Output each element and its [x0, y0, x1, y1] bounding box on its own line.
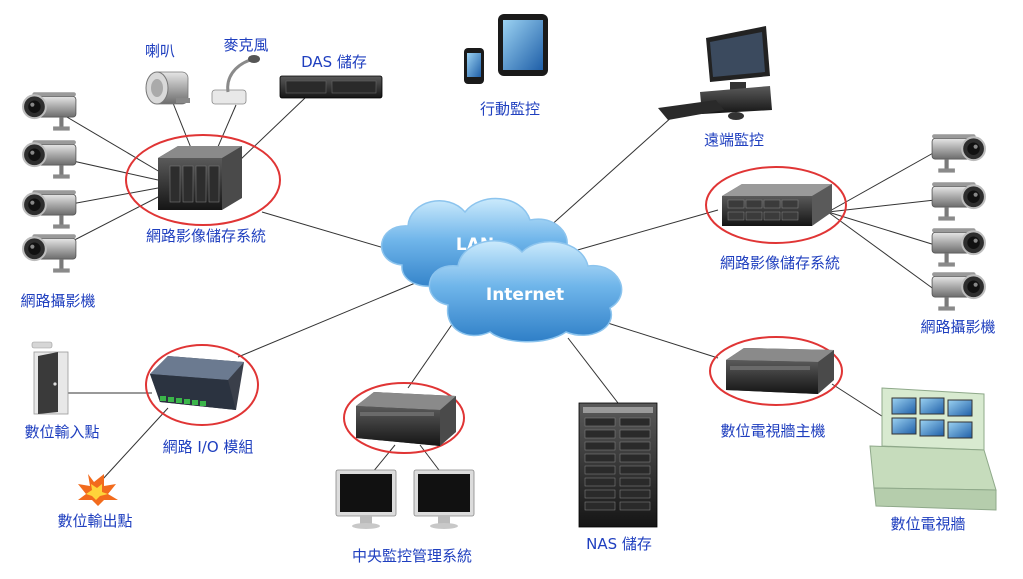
- link-video-wall-host: [591, 317, 719, 359]
- internet-label: Internet: [486, 285, 564, 305]
- link-digital-output: [101, 407, 169, 481]
- link-camera-1: [54, 109, 161, 173]
- camera-icon: [931, 228, 986, 268]
- camera-icon: [931, 182, 986, 222]
- cms-highlight: [343, 382, 465, 454]
- link-camera-r1: [827, 151, 936, 213]
- link-camera-r3: [827, 211, 936, 246]
- ip-camera-left-label: 網路攝影機: [20, 292, 95, 310]
- ip-camera-left-group: [22, 92, 77, 274]
- ip-camera-right-label: 網路攝影機: [920, 318, 995, 336]
- cms-label: 中央監控管理系統: [352, 547, 472, 565]
- link-das: [239, 97, 306, 161]
- microphone-icon: [211, 55, 260, 105]
- digital-output-icon: [78, 474, 118, 506]
- nas-storage-icon: [578, 402, 658, 528]
- internet-cloud: Internet: [428, 240, 623, 343]
- io-module-highlight: [145, 344, 259, 426]
- das-storage-label: DAS 儲存: [301, 53, 367, 71]
- monitor-icon: [335, 469, 397, 529]
- microphone-label: 麥克風: [223, 36, 268, 54]
- link-camera-r2: [827, 199, 936, 213]
- video-wall-host-highlight: [709, 336, 843, 406]
- video-wall-host-icon: [726, 348, 834, 394]
- camera-icon: [931, 272, 986, 312]
- link-nvr-right: [566, 209, 719, 254]
- link-nas: [567, 337, 619, 404]
- camera-icon: [22, 234, 77, 274]
- nas-storage-label: NAS 儲存: [586, 535, 652, 553]
- digital-input-icon: [31, 341, 69, 415]
- nvr-left-highlight: [125, 134, 281, 226]
- link-io: [237, 275, 433, 358]
- link-remote: [547, 115, 674, 229]
- video-wall-icon: [869, 387, 997, 511]
- video-wall-label: 數位電視牆: [890, 515, 965, 533]
- remote-monitoring-label: 遠端監控: [704, 131, 764, 149]
- nvr-right-icon: [722, 184, 832, 226]
- mobile-monitoring-label: 行動監控: [480, 100, 540, 118]
- nvr-left-icon: [158, 146, 242, 210]
- speaker-label: 喇叭: [145, 42, 175, 60]
- link-camera-r4: [827, 211, 936, 291]
- io-module-icon: [150, 356, 244, 410]
- nvr-right-highlight: [705, 166, 847, 244]
- cms-server-icon: [356, 392, 456, 446]
- camera-icon: [931, 134, 986, 174]
- video-wall-host-label: 數位電視牆主機: [720, 422, 825, 440]
- camera-icon: [22, 190, 77, 230]
- mobile-monitoring-icon: [464, 14, 548, 84]
- nvr-left-label: 網路影像儲存系統: [146, 227, 266, 245]
- digital-input-label: 數位輸入點: [24, 423, 99, 441]
- speaker-icon: [145, 71, 190, 105]
- monitor-icon: [413, 469, 475, 529]
- digital-output-label: 數位輸出點: [57, 512, 132, 530]
- das-storage-icon: [279, 75, 383, 99]
- io-module-label: 網路 I/O 模組: [163, 438, 254, 456]
- camera-icon: [22, 92, 77, 132]
- nvr-right-label: 網路影像儲存系統: [720, 254, 840, 272]
- camera-icon: [22, 140, 77, 180]
- remote-monitoring-icon: [658, 26, 772, 120]
- ip-camera-right-group: [931, 134, 986, 312]
- link-video-wall: [831, 383, 889, 421]
